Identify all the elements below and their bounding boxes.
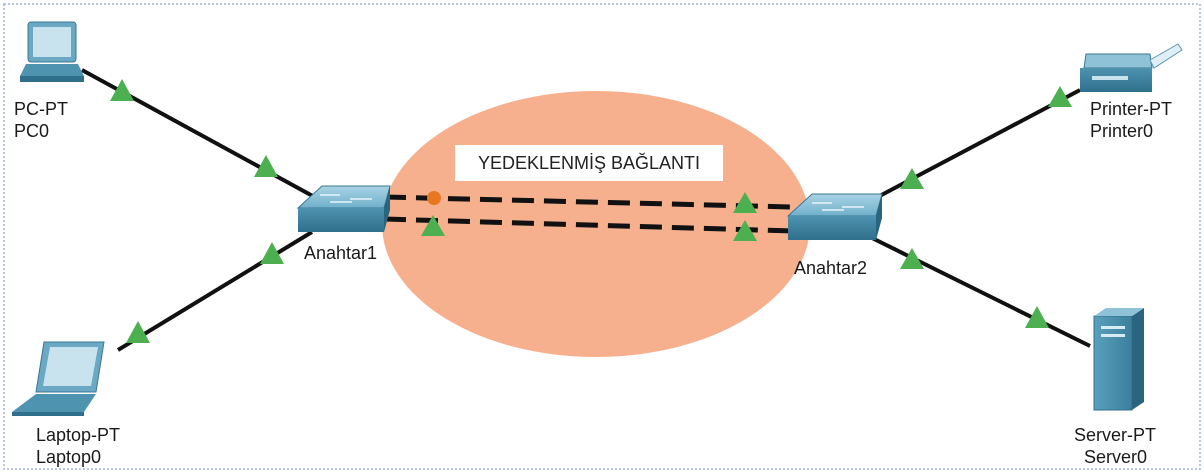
printer-device-icon[interactable] [1080, 43, 1183, 92]
link-up-indicator [733, 192, 757, 213]
pc-name-label: PC0 [14, 121, 49, 141]
link-status-indicators [110, 79, 1072, 343]
pc-device-icon[interactable] [20, 21, 84, 82]
link-up-indicator [110, 79, 134, 101]
link-up-indicator [260, 242, 284, 264]
link-up-indicator [254, 155, 278, 177]
cable-switch2-server[interactable] [867, 234, 1091, 348]
redundant-cable-2[interactable] [383, 216, 793, 234]
pc-type-label: PC-PT [14, 99, 68, 119]
link-up-indicator [1025, 306, 1049, 328]
link-up-indicator [1048, 86, 1072, 107]
link-blocking-indicator [427, 191, 441, 205]
redundant-link-label: YEDEKLENMİŞ BAĞLANTI [478, 152, 700, 173]
link-up-indicator [900, 248, 924, 269]
switch2-name-label: Anahtar2 [794, 258, 867, 278]
printer-name-label: Printer0 [1090, 121, 1153, 141]
printer-type-label: Printer-PT [1090, 99, 1172, 119]
laptop-name-label: Laptop0 [36, 447, 101, 467]
diagram-border [3, 3, 1201, 470]
server-type-label: Server-PT [1074, 425, 1156, 445]
cable-laptop-switch1[interactable] [116, 230, 314, 352]
switch1-device-icon[interactable] [296, 185, 391, 232]
server-name-label: Server0 [1084, 447, 1147, 467]
link-up-indicator [900, 168, 924, 189]
laptop-type-label: Laptop-PT [36, 425, 120, 445]
link-up-indicator [733, 220, 757, 241]
switch2-device-icon[interactable] [786, 193, 883, 240]
laptop-device-icon[interactable] [12, 341, 105, 416]
redundant-label-box [455, 145, 723, 181]
link-up-indicator [421, 215, 445, 236]
redundant-cables [383, 194, 793, 234]
redundant-cable-1[interactable] [383, 194, 793, 210]
server-device-icon[interactable] [1093, 308, 1144, 411]
switch1-name-label: Anahtar1 [304, 243, 377, 263]
link-up-indicator [126, 321, 150, 343]
